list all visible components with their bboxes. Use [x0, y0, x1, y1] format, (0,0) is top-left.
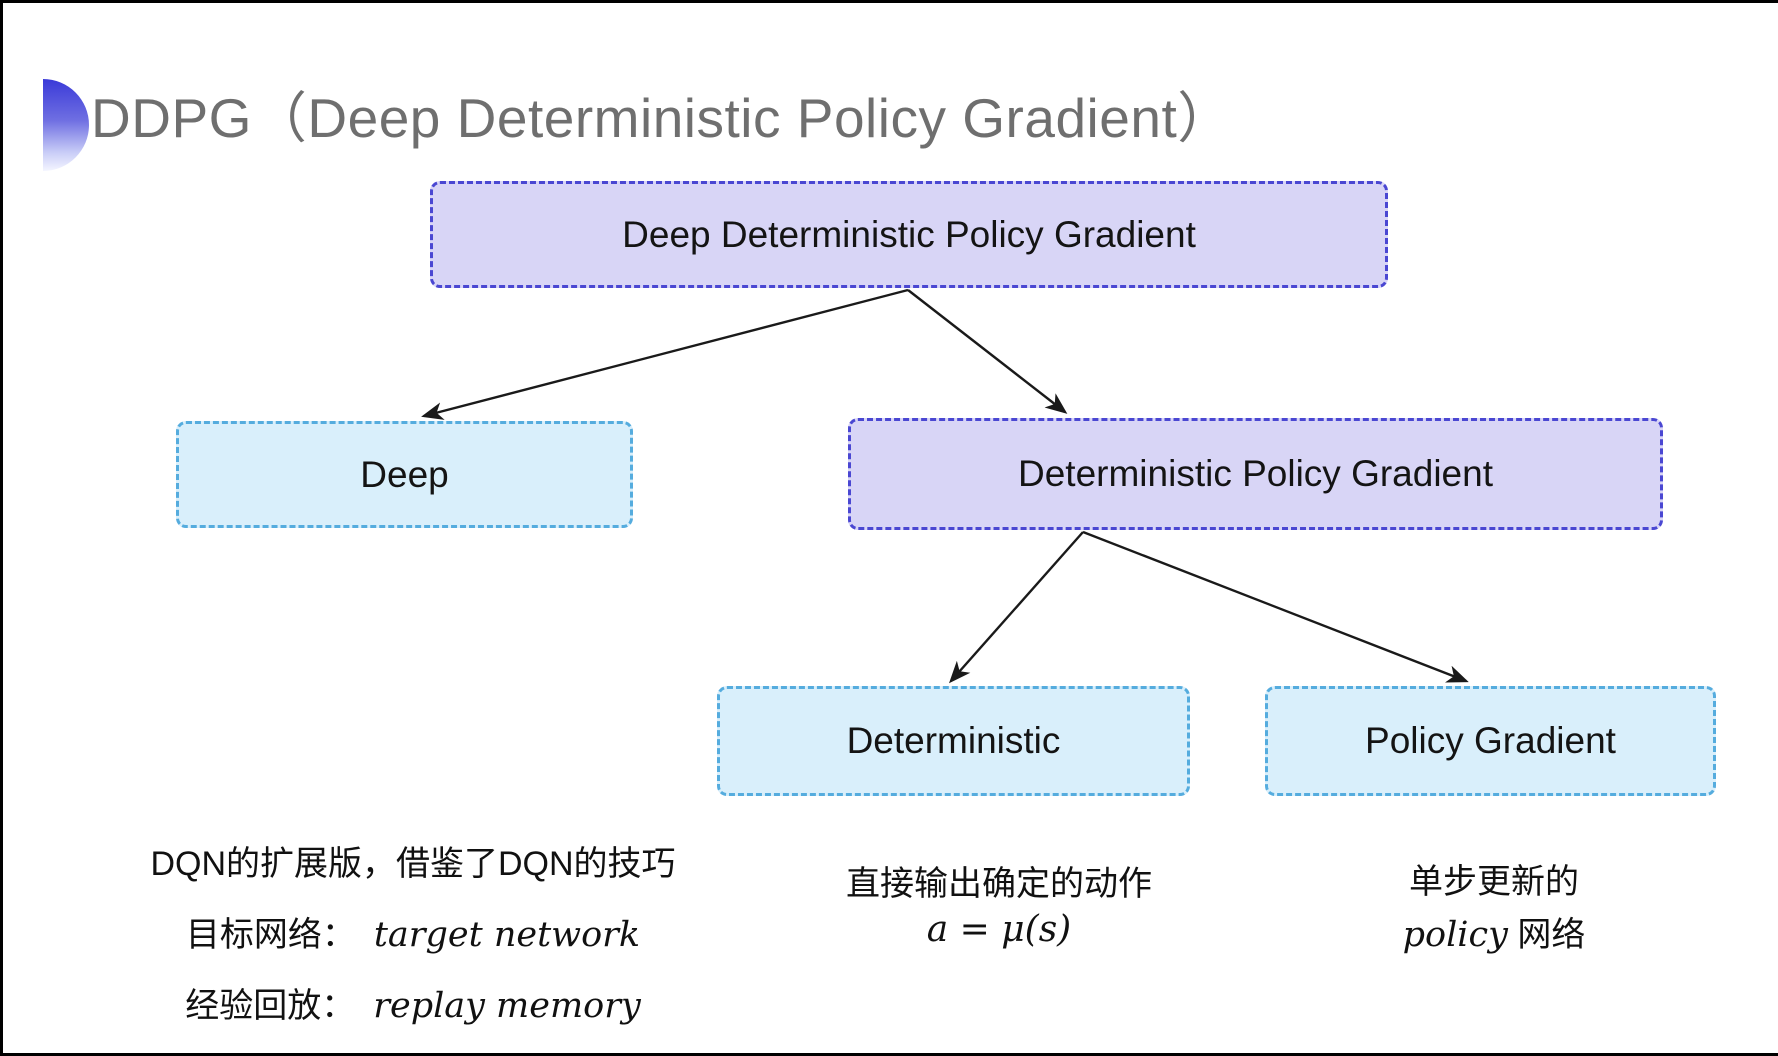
arrow-root-to-deep	[421, 288, 909, 420]
tree-node-deep-label: Deep	[360, 453, 449, 495]
arrow-dpg-to-policy-gradient	[1082, 530, 1469, 683]
tree-node-deep: Deep	[176, 421, 633, 528]
tree-node-deterministic: Deterministic	[717, 686, 1190, 796]
page-title: DDPG（Deep Deterministic Policy Gradient）	[91, 87, 1233, 149]
notes-deterministic-action: 直接输出确定的动作 a = μ(s)	[799, 856, 1199, 954]
note-replay-memory-zh: 经验回放：	[185, 987, 356, 1025]
tree-node-dpg-label: Deterministic Policy Gradient	[1018, 453, 1493, 494]
tree-node-root: Deep Deterministic Policy Gradient	[430, 181, 1388, 288]
tree-node-root-label: Deep Deterministic Policy Gradient	[622, 213, 1196, 255]
tree-node-policy-gradient: Policy Gradient	[1265, 686, 1716, 796]
tree-node-policy-gradient-label: Policy Gradient	[1365, 720, 1616, 761]
tree-node-deterministic-policy-gradient: Deterministic Policy Gradient	[848, 418, 1663, 530]
tree-node-deterministic-label: Deterministic	[846, 720, 1061, 761]
note-policy-line1: 单步更新的	[1409, 863, 1579, 901]
note-replay-memory: 经验回放： replay memory	[123, 978, 703, 1027]
note-dqn-line1: DQN的扩展版，借鉴了DQN的技巧	[150, 845, 676, 883]
note-policy-line2: policy 网络	[1344, 907, 1644, 956]
note-deterministic-formula: a = μ(s)	[926, 909, 1072, 950]
note-replay-memory-en: replay memory	[373, 986, 641, 1026]
note-policy-line2-en: policy	[1402, 915, 1508, 955]
half-circle-gradient-icon	[43, 79, 89, 171]
note-policy-line2-zh: 网络	[1517, 916, 1586, 954]
arrow-dpg-to-deterministic	[949, 531, 1084, 684]
arrow-root-to-dpg	[907, 289, 1068, 414]
note-deterministic-line1: 直接输出确定的动作	[846, 865, 1152, 903]
note-target-network: 目标网络： target network	[123, 907, 703, 956]
note-target-network-zh: 目标网络：	[185, 916, 356, 954]
notes-policy-network: 单步更新的 policy 网络	[1344, 854, 1644, 960]
note-target-network-en: target network	[373, 915, 641, 955]
notes-dqn-extension: DQN的扩展版，借鉴了DQN的技巧 目标网络： target network 经验…	[123, 836, 703, 1049]
